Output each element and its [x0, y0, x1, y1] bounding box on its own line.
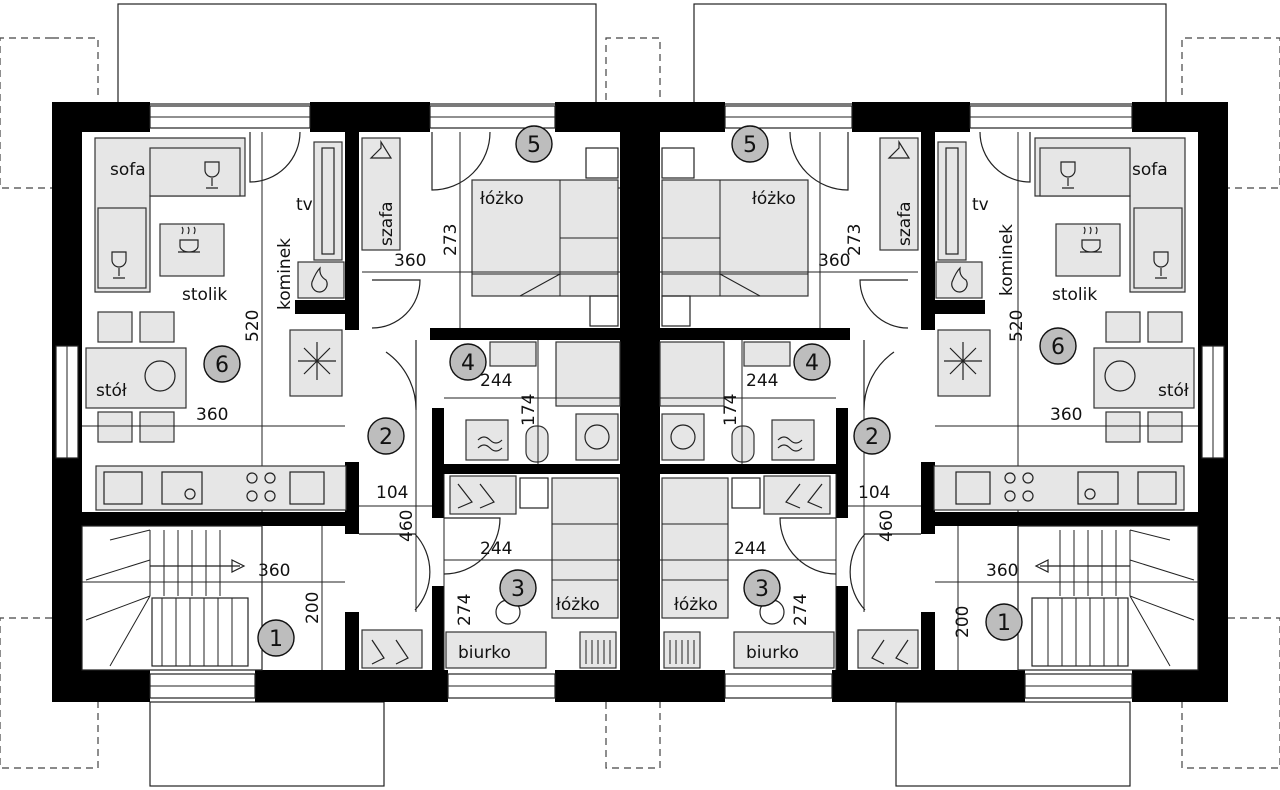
dim-244-bath-right: 244	[746, 371, 778, 391]
svg-text:2: 2	[379, 425, 393, 450]
lozko-label-left-5: łóżko	[480, 189, 524, 209]
svg-text:6: 6	[215, 353, 229, 378]
dim-360-living-left: 360	[196, 405, 228, 425]
right-unit: sofa stolik tv kominek stół	[659, 125, 1199, 671]
dim-174-left: 174	[519, 394, 539, 426]
dim-520-left: 520	[243, 310, 263, 342]
room-marker-4-left: 4	[449, 343, 487, 381]
svg-text:3: 3	[511, 577, 525, 602]
svg-text:4: 4	[461, 351, 475, 376]
szafa-label-right: szafa	[895, 201, 915, 246]
asterisk-icon	[944, 342, 982, 380]
dim-104-right: 104	[858, 483, 890, 503]
dim-273-right: 273	[845, 224, 865, 256]
hanger-icon	[871, 639, 909, 665]
stolik-label-right: stolik	[1052, 285, 1097, 305]
sofa-label-left: sofa	[110, 160, 146, 180]
sink-icon	[161, 471, 203, 505]
dim-460-right: 460	[877, 510, 897, 542]
dim-244-bed-left: 244	[480, 539, 512, 559]
kominek-label-right: kominek	[997, 224, 1017, 296]
dim-360-stairs-left: 360	[258, 561, 290, 581]
lozko-label-right-5: łóżko	[752, 189, 796, 209]
room-marker-4-right: 4	[793, 343, 831, 381]
dim-104-left: 104	[376, 483, 408, 503]
dim-360-bed-right: 360	[818, 251, 850, 271]
dim-200-left: 200	[303, 592, 323, 624]
stairs-right	[1017, 525, 1199, 671]
room-marker-6-left: 6	[203, 345, 241, 383]
svg-text:5: 5	[527, 133, 541, 158]
wine-glass-icon	[111, 161, 220, 279]
stairs-left	[81, 525, 263, 671]
wine-glass-icon	[1060, 161, 1169, 279]
room-marker-2-right: 2	[853, 417, 891, 455]
coffee-cup-icon	[1080, 226, 1102, 253]
fire-icon	[311, 266, 328, 293]
room-marker-6-right: 6	[1039, 327, 1077, 365]
left-unit: sofa stolik tv kominek stół	[81, 125, 621, 671]
svg-text:3: 3	[755, 577, 769, 602]
hanger-icon	[371, 639, 409, 665]
szafa-label-left: szafa	[377, 201, 397, 246]
dim-244-bath-left: 244	[480, 371, 512, 391]
stol-label-right: stół	[1158, 381, 1189, 401]
stove-icon	[246, 472, 276, 502]
dim-274-right: 274	[791, 594, 811, 626]
dim-520-right: 520	[1007, 310, 1027, 342]
stol-label-left: stół	[96, 381, 127, 401]
hanger-icon	[887, 139, 911, 159]
room-marker-1-left: 1	[257, 619, 295, 657]
room-marker-3-right: 3	[743, 569, 781, 607]
biurko-label-left: biurko	[458, 643, 511, 663]
dim-460-left: 460	[397, 510, 417, 542]
room-marker-3-left: 3	[499, 569, 537, 607]
room-marker-5-right: 5	[731, 125, 769, 163]
sink-icon	[1077, 471, 1119, 505]
windows	[55, 105, 1225, 699]
asterisk-icon	[298, 342, 336, 380]
svg-text:2: 2	[865, 425, 879, 450]
svg-text:1: 1	[997, 611, 1011, 636]
dim-360-stairs-right: 360	[986, 561, 1018, 581]
plate-icon	[1104, 360, 1136, 392]
stolik-label-left: stolik	[182, 285, 227, 305]
hanger-icon	[369, 139, 393, 159]
svg-text:4: 4	[805, 351, 819, 376]
kominek-label-left: kominek	[275, 238, 295, 310]
dim-360-living-right: 360	[1050, 405, 1082, 425]
svg-text:1: 1	[269, 627, 283, 652]
lozko-label-left-3: łóżko	[556, 595, 600, 615]
svg-text:6: 6	[1051, 335, 1065, 360]
stove-icon	[1004, 472, 1034, 502]
dim-174-right: 174	[721, 394, 741, 426]
fire-icon	[951, 266, 968, 293]
svg-text:5: 5	[743, 133, 757, 158]
dim-274-left: 274	[455, 594, 475, 626]
biurko-label-right: biurko	[746, 643, 799, 663]
coffee-cup-icon	[178, 226, 200, 253]
dim-273-left: 273	[441, 224, 461, 256]
lozko-label-right-3: łóżko	[674, 595, 718, 615]
tv-label-right: tv	[972, 195, 989, 215]
dim-360-bed-left: 360	[394, 251, 426, 271]
tv-label-left: tv	[296, 195, 313, 215]
dim-244-bed-right: 244	[734, 539, 766, 559]
sofa-label-right: sofa	[1132, 160, 1168, 180]
room-marker-1-right: 1	[985, 603, 1023, 641]
dim-200-right: 200	[953, 606, 973, 638]
room-marker-2-left: 2	[367, 417, 405, 455]
room-marker-5-left: 5	[515, 125, 553, 163]
plate-icon	[144, 360, 176, 392]
